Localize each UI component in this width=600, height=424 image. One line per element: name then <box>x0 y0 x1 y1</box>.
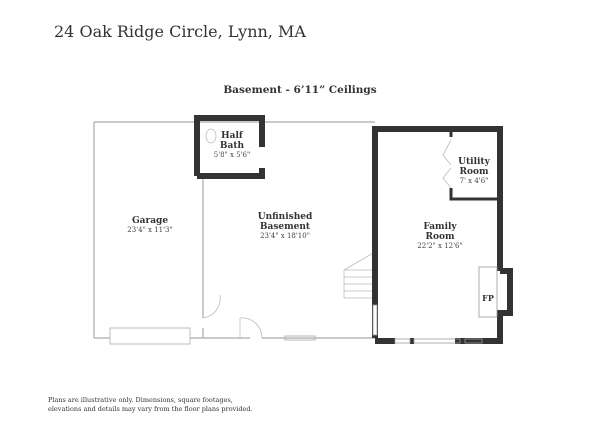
fireplace <box>478 266 498 318</box>
door-swing-icon <box>239 317 263 339</box>
room-half-bath: Half Bath 5'8" x 5'6" <box>213 131 251 159</box>
room-utility: Utility Room 7' x 4'6" <box>458 157 490 185</box>
room-family: Family Room 22'2" x 12'6" <box>417 222 463 250</box>
garage-door <box>109 327 191 345</box>
fireplace-label: FP <box>482 293 494 303</box>
door-swing-icon <box>202 294 221 319</box>
room-unfinished-basement: Unfinished Basement 23'4" x 18'10" <box>257 212 313 240</box>
toilet-icon <box>205 128 217 144</box>
page-title: 24 Oak Ridge Circle, Lynn, MA <box>54 22 306 41</box>
floor-title: Basement - 6’11” Ceilings <box>223 84 377 96</box>
stairs-icon <box>343 251 376 299</box>
bifold-door-icon <box>442 139 452 189</box>
room-garage: Garage 23'4" x 11'3" <box>127 216 173 234</box>
disclaimer: Plans are illustrative only. Dimensions,… <box>48 396 253 413</box>
